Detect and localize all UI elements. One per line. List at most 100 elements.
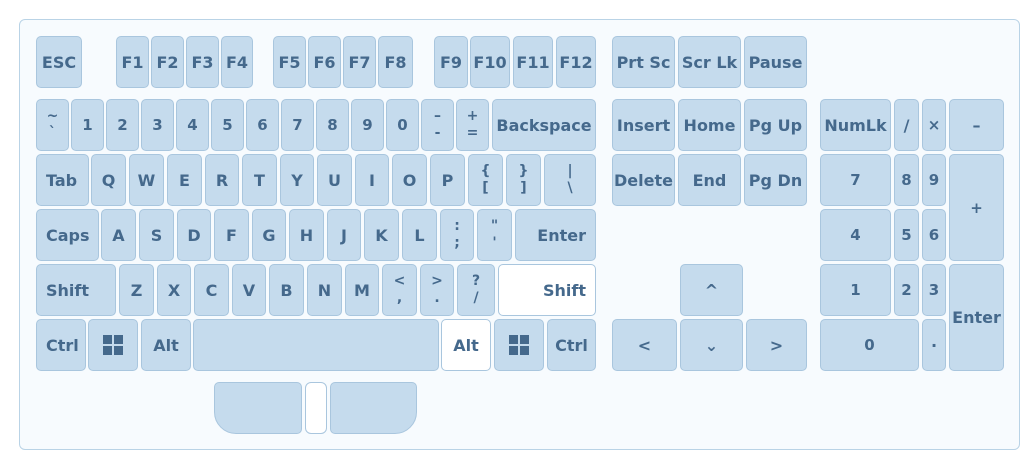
key-2[interactable]: 2 [106, 99, 139, 151]
key-numpad-decimal[interactable]: · [922, 319, 946, 371]
key-comma[interactable]: < , [382, 264, 417, 316]
key-f8[interactable]: F8 [378, 36, 413, 88]
key-numpad-2[interactable]: 2 [894, 264, 919, 316]
key-f5[interactable]: F5 [273, 36, 306, 88]
key-arrow-down[interactable]: ⌄ [680, 319, 743, 371]
key-0[interactable]: 0 [386, 99, 419, 151]
key-right-bracket[interactable]: } ] [506, 154, 541, 206]
key-j[interactable]: J [327, 209, 361, 261]
key-y[interactable]: Y [280, 154, 314, 206]
key-i[interactable]: I [355, 154, 389, 206]
key-minus[interactable]: – - [421, 99, 454, 151]
key-f2[interactable]: F2 [151, 36, 184, 88]
key-numpad-6[interactable]: 6 [922, 209, 946, 261]
key-f4[interactable]: F4 [221, 36, 253, 88]
key-x[interactable]: X [157, 264, 191, 316]
key-numpad-7[interactable]: 7 [820, 154, 891, 206]
key-space[interactable] [193, 319, 439, 371]
key-esc[interactable]: ESC [36, 36, 82, 88]
key-right-ctrl[interactable]: Ctrl [547, 319, 596, 371]
key-backspace[interactable]: Backspace [492, 99, 596, 151]
key-left-ctrl[interactable]: Ctrl [36, 319, 86, 371]
key-delete[interactable]: Delete [612, 154, 675, 206]
key-f3[interactable]: F3 [186, 36, 219, 88]
key-f1[interactable]: F1 [116, 36, 149, 88]
key-m[interactable]: M [345, 264, 379, 316]
key-numpad-1[interactable]: 1 [820, 264, 891, 316]
key-numpad-4[interactable]: 4 [820, 209, 891, 261]
key-left-alt[interactable]: Alt [141, 319, 191, 371]
touchpad-middle-button[interactable] [305, 382, 327, 434]
key-numpad-multiply[interactable]: × [922, 99, 946, 151]
key-page-up[interactable]: Pg Up [744, 99, 807, 151]
key-caps-lock[interactable]: Caps [36, 209, 99, 261]
key-numpad-divide[interactable]: / [894, 99, 919, 151]
key-semicolon[interactable]: : ; [440, 209, 474, 261]
key-right-shift[interactable]: Shift [498, 264, 596, 316]
key-f11[interactable]: F11 [513, 36, 553, 88]
key-d[interactable]: D [177, 209, 211, 261]
key-t[interactable]: T [242, 154, 277, 206]
key-left-bracket[interactable]: { [ [468, 154, 503, 206]
key-f[interactable]: F [214, 209, 249, 261]
key-v[interactable]: V [232, 264, 266, 316]
key-numpad-5[interactable]: 5 [894, 209, 919, 261]
key-w[interactable]: W [129, 154, 164, 206]
key-k[interactable]: K [364, 209, 399, 261]
key-a[interactable]: A [101, 209, 136, 261]
key-q[interactable]: Q [91, 154, 126, 206]
key-f9[interactable]: F9 [434, 36, 468, 88]
key-right-alt[interactable]: Alt [441, 319, 491, 371]
key-right-windows[interactable] [494, 319, 544, 371]
key-tilde[interactable]: ~ ` [36, 99, 69, 151]
key-print-screen[interactable]: Prt Sc [612, 36, 675, 88]
key-3[interactable]: 3 [141, 99, 174, 151]
key-numpad-enter[interactable]: Enter [949, 264, 1004, 371]
key-numpad-add[interactable]: + [949, 154, 1004, 261]
key-f6[interactable]: F6 [308, 36, 341, 88]
key-f10[interactable]: F10 [470, 36, 510, 88]
key-6[interactable]: 6 [246, 99, 279, 151]
key-numpad-3[interactable]: 3 [922, 264, 946, 316]
key-numpad-8[interactable]: 8 [894, 154, 919, 206]
key-numpad-subtract[interactable]: – [949, 99, 1004, 151]
key-quote[interactable]: " ' [477, 209, 512, 261]
key-insert[interactable]: Insert [612, 99, 675, 151]
key-scroll-lock[interactable]: Scr Lk [678, 36, 741, 88]
key-e[interactable]: E [167, 154, 202, 206]
key-tab[interactable]: Tab [36, 154, 89, 206]
key-b[interactable]: B [269, 264, 304, 316]
key-p[interactable]: P [430, 154, 465, 206]
key-l[interactable]: L [402, 209, 437, 261]
key-4[interactable]: 4 [176, 99, 209, 151]
key-c[interactable]: C [194, 264, 229, 316]
key-arrow-right[interactable]: > [746, 319, 807, 371]
key-h[interactable]: H [289, 209, 324, 261]
key-f7[interactable]: F7 [343, 36, 376, 88]
key-slash[interactable]: ? / [457, 264, 495, 316]
touchpad-left-button[interactable] [214, 382, 302, 434]
key-7[interactable]: 7 [281, 99, 314, 151]
key-8[interactable]: 8 [316, 99, 349, 151]
key-backslash[interactable]: | \ [544, 154, 596, 206]
key-1[interactable]: 1 [71, 99, 104, 151]
key-arrow-up[interactable]: ^ [680, 264, 743, 316]
key-numpad-0[interactable]: 0 [820, 319, 919, 371]
key-end[interactable]: End [678, 154, 741, 206]
key-z[interactable]: Z [119, 264, 154, 316]
key-page-down[interactable]: Pg Dn [744, 154, 807, 206]
key-home[interactable]: Home [678, 99, 741, 151]
touchpad-right-button[interactable] [330, 382, 417, 434]
key-left-windows[interactable] [88, 319, 138, 371]
key-n[interactable]: N [307, 264, 342, 316]
key-numlock[interactable]: NumLk [820, 99, 891, 151]
key-f12[interactable]: F12 [556, 36, 596, 88]
key-u[interactable]: U [317, 154, 352, 206]
key-left-shift[interactable]: Shift [36, 264, 116, 316]
key-period[interactable]: > . [420, 264, 454, 316]
key-r[interactable]: R [205, 154, 239, 206]
key-enter[interactable]: Enter [515, 209, 596, 261]
key-o[interactable]: O [392, 154, 427, 206]
key-arrow-left[interactable]: < [612, 319, 677, 371]
key-equals[interactable]: + = [456, 99, 489, 151]
